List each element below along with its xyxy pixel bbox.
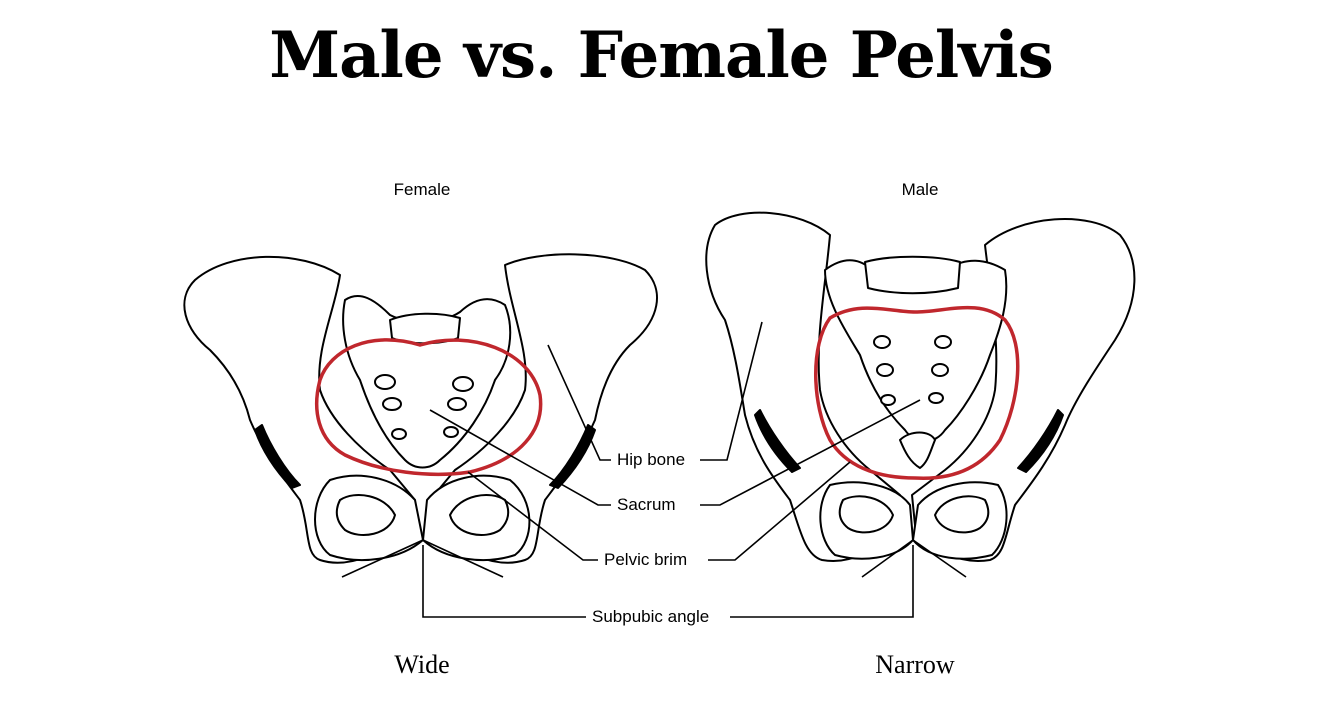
male-verdict: Narrow [875, 650, 955, 679]
female-verdict: Wide [394, 650, 450, 679]
page-title: Male vs. Female Pelvis [269, 18, 1054, 93]
male-pelvis-illustration [705, 211, 1136, 562]
female-label: Female [393, 180, 451, 199]
leader-lines [422, 321, 921, 618]
male-label: Male [901, 180, 939, 199]
male-left-ilium [705, 211, 901, 562]
female-pelvic-brim [315, 338, 543, 477]
callout-sacrum: Sacrum [611, 495, 682, 515]
callout-hip-bone: Hip bone [611, 450, 692, 470]
callout-pelvic-brim: Pelvic brim [598, 550, 694, 570]
male-pelvic-brim [814, 305, 1020, 480]
female-pelvis-illustration [183, 253, 658, 564]
callout-subpubic-angle: Subpubic angle [586, 607, 716, 627]
male-right-ilium [911, 218, 1136, 562]
